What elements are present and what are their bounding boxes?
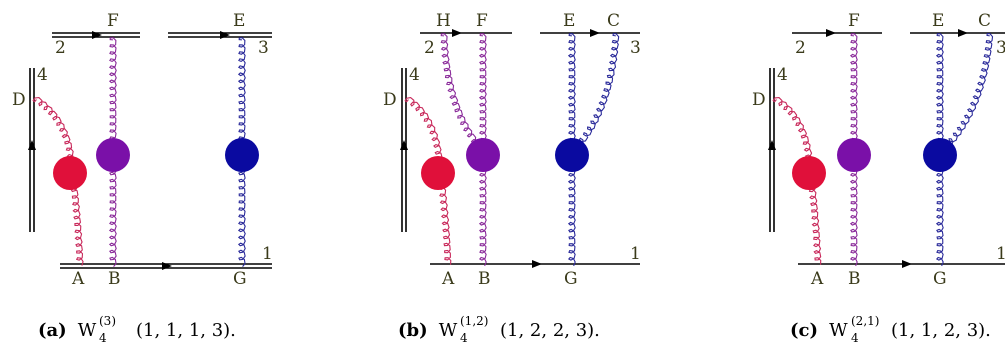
label-line1-a: 1: [262, 244, 273, 264]
label-h-b: H: [436, 11, 451, 31]
caption-a: (a) W (3) 4 (1, 1, 1, 3).: [38, 314, 236, 345]
label-line2-b: 2: [424, 38, 435, 58]
caption-a-sup: (3): [99, 314, 116, 328]
arrow-heads-c: [768, 29, 968, 268]
blob-blue-b: [555, 138, 589, 172]
arrow-heads-a: [28, 31, 230, 270]
label-b-c: B: [848, 269, 861, 289]
label-d-a: D: [12, 90, 26, 110]
panel-c: F E C 2 3 4 D 1 A B G: [752, 11, 1005, 289]
svg-text:(b) W: (b) W: [398, 320, 458, 341]
label-f-b: F: [476, 11, 488, 31]
label-f-a: F: [107, 11, 119, 31]
caption-a-symbol: W: [78, 320, 97, 341]
caption-c-args: (1, 1, 2, 3).: [891, 320, 991, 341]
label-e-b: E: [563, 11, 575, 31]
label-a-b: A: [441, 269, 455, 289]
label-d-c: D: [752, 90, 766, 110]
label-line4-c: 4: [777, 65, 788, 85]
wilson-lines-c: [769, 32, 1005, 265]
caption-c-sup: (2,1): [851, 314, 879, 328]
caption-b-args: (1, 2, 2, 3).: [500, 320, 600, 341]
label-line4-b: 4: [409, 65, 420, 85]
label-line1-c: 1: [996, 244, 1005, 264]
caption-b: (b) W (1,2) 4 (1, 2, 2, 3).: [398, 314, 600, 345]
label-line2-a: 2: [55, 38, 66, 58]
label-a-c: A: [810, 269, 824, 289]
label-c-c: C: [978, 11, 991, 31]
caption-a-tag: (a): [38, 320, 67, 341]
label-g-b: G: [564, 269, 578, 289]
gluon-c-blue-c: [942, 33, 994, 153]
label-g-a: G: [233, 269, 247, 289]
arrow-heads-b: [400, 29, 600, 268]
label-line4-a: 4: [37, 65, 48, 85]
blob-purple-a: [96, 138, 130, 172]
blob-blue-a: [225, 138, 259, 172]
label-e-a: E: [233, 11, 245, 31]
caption-c-tag: (c): [790, 320, 818, 341]
label-c-b: C: [607, 11, 620, 31]
blob-purple-b: [466, 138, 500, 172]
caption-c-sub: 4: [851, 331, 859, 345]
panel-b: H F E C 2 3 4 D 1 A B G: [383, 11, 641, 289]
label-g-c: G: [933, 269, 947, 289]
caption-c-symbol: W: [829, 320, 848, 341]
blob-purple-c: [837, 138, 871, 172]
svg-text:(c) W: (c) W: [790, 320, 848, 341]
label-line3-b: 3: [630, 38, 641, 58]
caption-b-sub: 4: [460, 331, 468, 345]
caption-a-sub: 4: [99, 331, 107, 345]
caption-a-args: (1, 1, 1, 3).: [136, 320, 236, 341]
label-line3-a: 3: [258, 38, 269, 58]
svg-text:(a) W: (a) W: [38, 320, 97, 341]
caption-b-symbol: W: [439, 320, 458, 341]
wilson-lines-b: [401, 32, 640, 265]
blob-red-a: [53, 156, 87, 190]
label-f-c: F: [848, 11, 860, 31]
caption-b-sup: (1,2): [460, 314, 488, 328]
label-line2-c: 2: [795, 38, 806, 58]
label-b-a: B: [108, 269, 121, 289]
blob-red-c: [792, 156, 826, 190]
panel-a: F E 2 3 4 D 1 A B G: [12, 11, 273, 289]
label-line3-c: 3: [996, 38, 1005, 58]
caption-b-tag: (b): [398, 320, 428, 341]
blob-blue-c: [923, 138, 957, 172]
label-b-b: B: [478, 269, 491, 289]
label-line1-b: 1: [630, 244, 641, 264]
label-e-c: E: [932, 11, 944, 31]
caption-c: (c) W (2,1) 4 (1, 1, 2, 3).: [790, 314, 991, 345]
gluon-h-purple-b: [440, 33, 485, 150]
label-a-a: A: [71, 269, 85, 289]
label-d-b: D: [383, 90, 397, 110]
blob-red-b: [421, 156, 455, 190]
gluon-c-blue-b: [574, 33, 620, 153]
